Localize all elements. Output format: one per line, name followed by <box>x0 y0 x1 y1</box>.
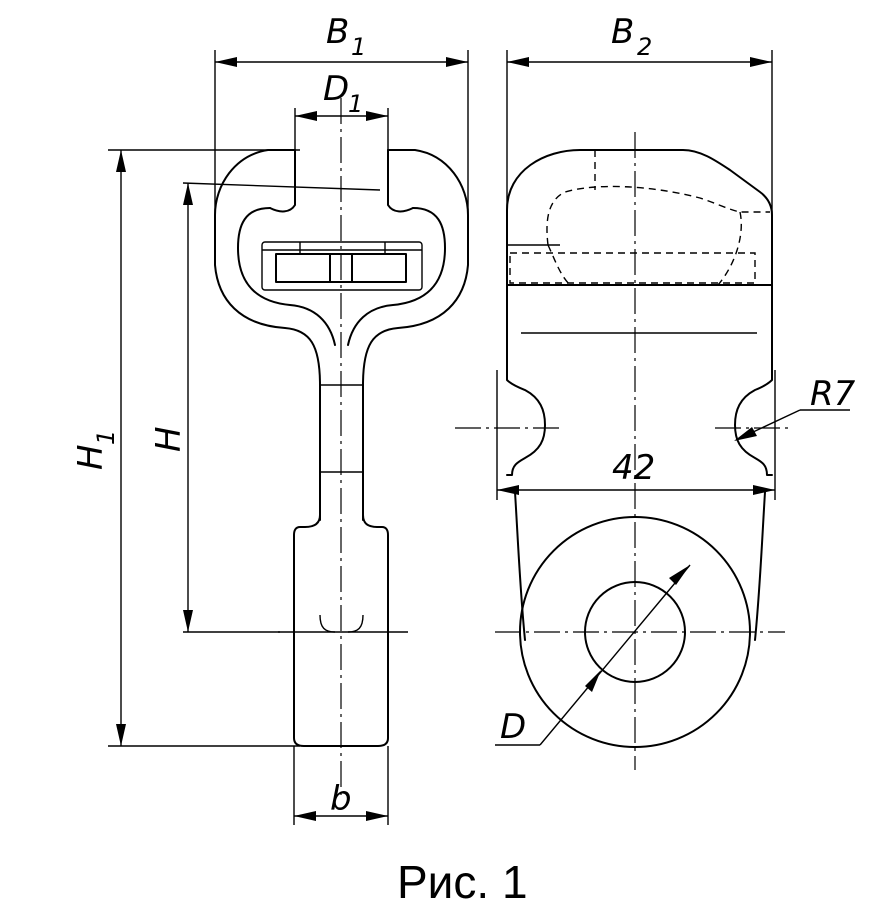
dimension-h1: H 1 <box>71 150 126 746</box>
dimension-r7: R7 <box>734 374 856 441</box>
dimension-b1-letter: B <box>326 12 349 52</box>
dimension-h1-letter: H <box>71 444 111 470</box>
dimension-b: b <box>294 779 388 821</box>
dimension-h-letter: H <box>149 426 189 452</box>
dimension-b2-subscript: 2 <box>637 33 652 61</box>
dimension-d1-letter: D <box>323 69 349 109</box>
dimension-b1-subscript: 1 <box>351 33 366 61</box>
dimension-r7-value: R7 <box>810 374 856 414</box>
figure-caption: Рис. 1 <box>397 856 528 908</box>
dimension-b2-letter: B <box>611 12 634 52</box>
dimension-h: H <box>149 183 193 632</box>
dimension-42-value: 42 <box>612 448 655 488</box>
dimension-42: 42 <box>497 448 775 495</box>
dimension-b2: B 2 <box>507 12 772 67</box>
side-view <box>455 50 790 770</box>
dimension-b1: B 1 <box>215 12 468 67</box>
dimension-b-letter: b <box>330 779 352 819</box>
dimension-d1-subscript: 1 <box>348 90 363 118</box>
dimension-d: D <box>495 564 691 747</box>
dimension-d1: D 1 <box>295 69 388 121</box>
front-view <box>108 50 469 825</box>
dimension-h1-subscript: 1 <box>92 430 120 445</box>
dimension-d-letter: D <box>500 707 526 747</box>
